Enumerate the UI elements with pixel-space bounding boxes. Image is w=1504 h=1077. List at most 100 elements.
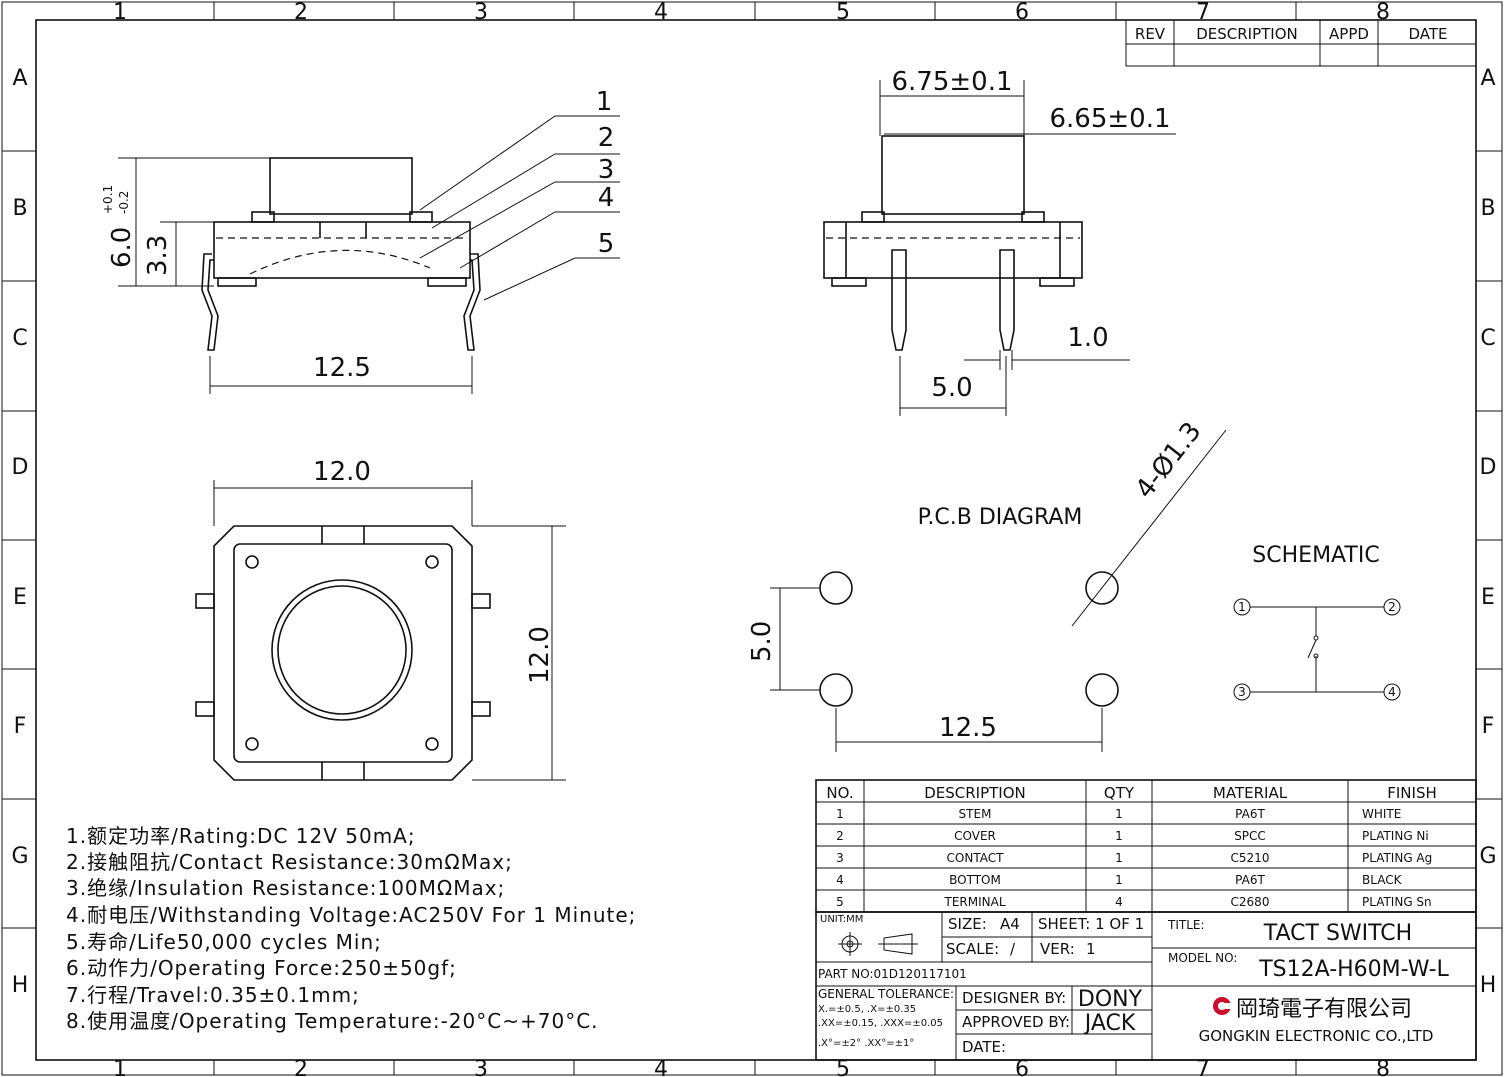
row-label-c-right: C <box>1480 326 1495 351</box>
stem-dim: 6.75±0.1 <box>891 67 1012 97</box>
cover-dim: 6.65±0.1 <box>1049 104 1170 134</box>
size-value: A4 <box>1000 915 1020 933</box>
bom-header-qty: QTY <box>1104 784 1135 802</box>
row-label-e-right: E <box>1481 585 1495 610</box>
height-tol-minus: -0.2 <box>117 191 131 214</box>
col-label-5-top: 5 <box>836 0 850 25</box>
bom-header-no: NO. <box>826 784 853 802</box>
tolerance-linear: X.=±0.5, .X=±0.35 <box>818 1004 916 1015</box>
col-label-1-bottom: 1 <box>113 1057 127 1077</box>
callout-1: 1 <box>596 87 613 117</box>
bom-cell: C2680 <box>1231 895 1270 909</box>
row-label-g-left: G <box>11 844 28 869</box>
spec-temperature: 8.使用温度/Operating Temperature:-20°C~+70°C… <box>66 1009 599 1033</box>
row-label-c-left: C <box>12 326 27 351</box>
title-label: TITLE: <box>1167 918 1205 932</box>
side-view: 1 2 3 4 5 6.0 +0.1 -0.2 3.3 12.5 <box>101 87 620 394</box>
bom-finish: WHITE <box>1362 807 1401 821</box>
schematic-title: SCHEMATIC <box>1252 543 1379 568</box>
height-tol-plus: +0.1 <box>101 185 115 214</box>
bom-cell: C5210 <box>1231 851 1270 865</box>
col-label-7-top: 7 <box>1196 0 1210 25</box>
callout-3: 3 <box>598 155 615 185</box>
projection-symbol-icon <box>838 932 918 956</box>
ver-label: VER: <box>1040 940 1075 958</box>
top-height-dim: 12.0 <box>525 626 555 684</box>
bom-finish: PLATING Sn <box>1362 895 1432 909</box>
rev-date-header: DATE <box>1408 25 1447 43</box>
height-dim: 6.0 <box>107 227 137 268</box>
top-view: 12.0 12.0 <box>195 457 566 781</box>
col-label-1-top: 1 <box>113 0 127 25</box>
model-label: MODEL NO: <box>1168 951 1237 965</box>
row-label-f-right: F <box>1482 714 1495 739</box>
col-label-3-top: 3 <box>474 0 488 25</box>
row-label-h-right: H <box>1480 973 1497 998</box>
bom-cell: 3 <box>836 851 844 865</box>
bom-cell: 5 <box>836 895 844 909</box>
bom-cell: 4 <box>1115 895 1123 909</box>
title-value: TACT SWITCH <box>1263 921 1412 946</box>
designer-label: DESIGNER BY: <box>962 989 1066 1007</box>
callout-4: 4 <box>598 183 615 213</box>
scale-value: / <box>1010 940 1016 958</box>
schematic-pin-3: 3 <box>1238 685 1246 699</box>
scale-label: SCALE: <box>946 940 999 958</box>
tolerance-angle: .X°=±2° .XX°=±1° <box>818 1038 914 1049</box>
rev-header: REV <box>1135 25 1166 43</box>
col-label-7-bottom: 7 <box>1196 1057 1210 1077</box>
row-label-h-left: H <box>12 973 29 998</box>
bom-cell: 1 <box>1115 807 1123 821</box>
bom-cell: COVER <box>954 829 996 843</box>
row-label-d-right: D <box>1480 455 1497 480</box>
date-label: DATE: <box>962 1038 1006 1056</box>
bom-row-5: 5 TERMINAL 4 C2680 <box>836 895 1269 909</box>
spec-rating: 1.额定功率/Rating:DC 12V 50mA; <box>66 824 416 848</box>
title-block: UNIT:MM SIZE: A4 SHEET: 1 OF 1 SCALE: / … <box>815 911 1477 1061</box>
row-label-b-left: B <box>12 196 27 221</box>
schematic-pin-4: 4 <box>1388 685 1396 699</box>
spec-withstanding-voltage: 4.耐电压/Withstanding Voltage:AC250V For 1 … <box>66 903 637 927</box>
bom-cell: 1 <box>1115 873 1123 887</box>
callout-2: 2 <box>598 123 615 153</box>
pin-pitch-dim: 5.0 <box>931 373 972 403</box>
pcb-horizontal-dim: 12.5 <box>939 713 997 743</box>
bom-cell: SPCC <box>1234 829 1266 843</box>
bom-cell: PA6T <box>1235 807 1265 821</box>
body-dim: 3.3 <box>143 235 173 276</box>
pin-width-dim: 1.0 <box>1067 323 1108 353</box>
approver-name: JACK <box>1083 1011 1136 1036</box>
tolerance-decimal: .XX=±0.15, .XXX=±0.05 <box>818 1018 943 1029</box>
callout-5: 5 <box>598 229 615 259</box>
sheet-info: SHEET: 1 OF 1 <box>1038 915 1144 933</box>
bom-cell: 1 <box>1115 851 1123 865</box>
row-label-d-left: D <box>12 455 29 480</box>
spec-contact-resistance: 2.接触阻抗/Contact Resistance:30mΩMax; <box>66 850 513 874</box>
bom-cell: 1 <box>1115 829 1123 843</box>
bom-cell: TERMINAL <box>943 895 1005 909</box>
col-label-2-bottom: 2 <box>294 1057 308 1077</box>
row-label-a-right: A <box>1480 66 1495 91</box>
row-label-f-left: F <box>14 714 27 739</box>
model-value: TS12A-H60M-W-L <box>1258 957 1449 982</box>
front-view: 6.75±0.1 6.65±0.1 5.0 1.0 <box>823 67 1176 416</box>
spec-insulation-resistance: 3.绝缘/Insulation Resistance:100MΩMax; <box>66 876 506 900</box>
col-label-8-bottom: 8 <box>1376 1057 1390 1077</box>
bom-row-2: 2 COVER 1 SPCC <box>836 829 1266 843</box>
pcb-diagram: P.C.B DIAGRAM 4-Ø1.3 5.0 12.5 <box>747 417 1227 752</box>
col-label-4-top: 4 <box>654 0 668 25</box>
bom-row-1: 1 STEM 1 PA6T <box>836 807 1265 821</box>
bom-header-finish: FINISH <box>1387 784 1437 802</box>
row-label-a-left: A <box>12 66 27 91</box>
bom-table: NO. DESCRIPTION QTY MATERIAL FINISH 1 ST… <box>815 779 1477 913</box>
bom-finish: PLATING Ni <box>1362 829 1429 843</box>
revision-block: REV DESCRIPTION APPD DATE <box>1125 19 1477 67</box>
schematic-pin-1: 1 <box>1238 600 1246 614</box>
bom-cell: PA6T <box>1235 873 1265 887</box>
bom-finish: PLATING Ag <box>1362 851 1432 865</box>
rev-appd-header: APPD <box>1329 25 1369 43</box>
bom-cell: CONTACT <box>947 851 1005 865</box>
bom-cell: 4 <box>836 873 844 887</box>
bom-header-description: DESCRIPTION <box>924 784 1026 802</box>
bom-cell: 1 <box>836 807 844 821</box>
